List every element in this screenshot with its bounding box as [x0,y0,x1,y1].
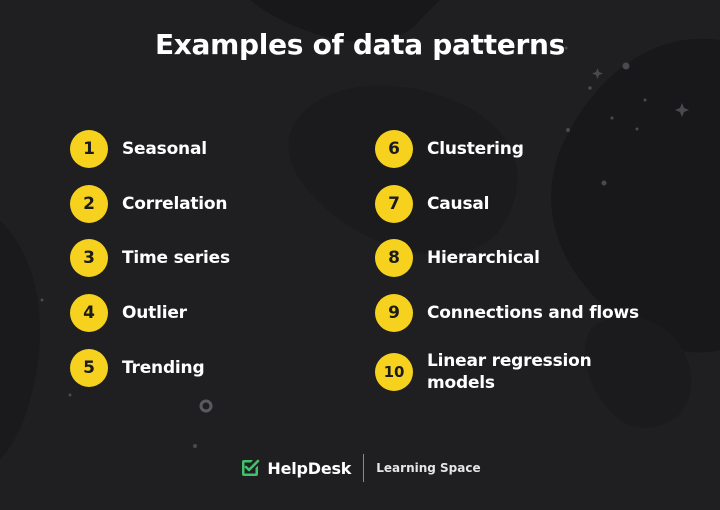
pattern-item-2: 2 Correlation [70,184,227,224]
number-badge: 8 [375,239,413,277]
pattern-item-6: 6 Clustering [375,129,524,169]
number-badge: 5 [70,349,108,387]
pattern-item-10: 10 Linear regression models [375,348,627,396]
pattern-label: Trending [122,358,205,378]
pattern-item-5: 5 Trending [70,348,205,388]
pattern-item-7: 7 Causal [375,184,489,224]
pattern-label: Linear regression models [427,350,627,394]
brand-name: HelpDesk [267,458,352,478]
number-badge: 9 [375,294,413,332]
pattern-label: Outlier [122,303,187,323]
number-badge: 6 [375,130,413,168]
pattern-label-line-2: models [427,373,495,393]
pattern-item-8: 8 Hierarchical [375,238,540,278]
pattern-label: Clustering [427,139,524,159]
number-badge: 3 [70,239,108,277]
pattern-item-9: 9 Connections and flows [375,293,639,333]
number-badge: 1 [70,130,108,168]
pattern-label: Correlation [122,194,228,214]
pattern-item-1: 1 Seasonal [70,129,207,169]
pattern-label: Time series [122,248,230,268]
pattern-label: Causal [427,194,490,214]
sub-brand-name: Learning Space [376,461,481,475]
footer-branding: HelpDesk Learning Space [0,448,720,488]
pattern-label-line-1: Linear regression [427,351,592,371]
page-title: Examples of data patterns [154,28,566,61]
pattern-label: Seasonal [122,139,207,159]
number-badge: 4 [70,294,108,332]
number-badge: 10 [375,353,413,391]
pattern-item-3: 3 Time series [70,238,230,278]
pattern-item-4: 4 Outlier [70,293,187,333]
number-badge: 7 [375,185,413,223]
footer-divider [363,454,365,482]
number-badge: 2 [70,185,108,223]
pattern-label: Hierarchical [427,248,540,268]
pattern-label: Connections and flows [427,303,639,323]
check-square-icon [239,457,261,479]
